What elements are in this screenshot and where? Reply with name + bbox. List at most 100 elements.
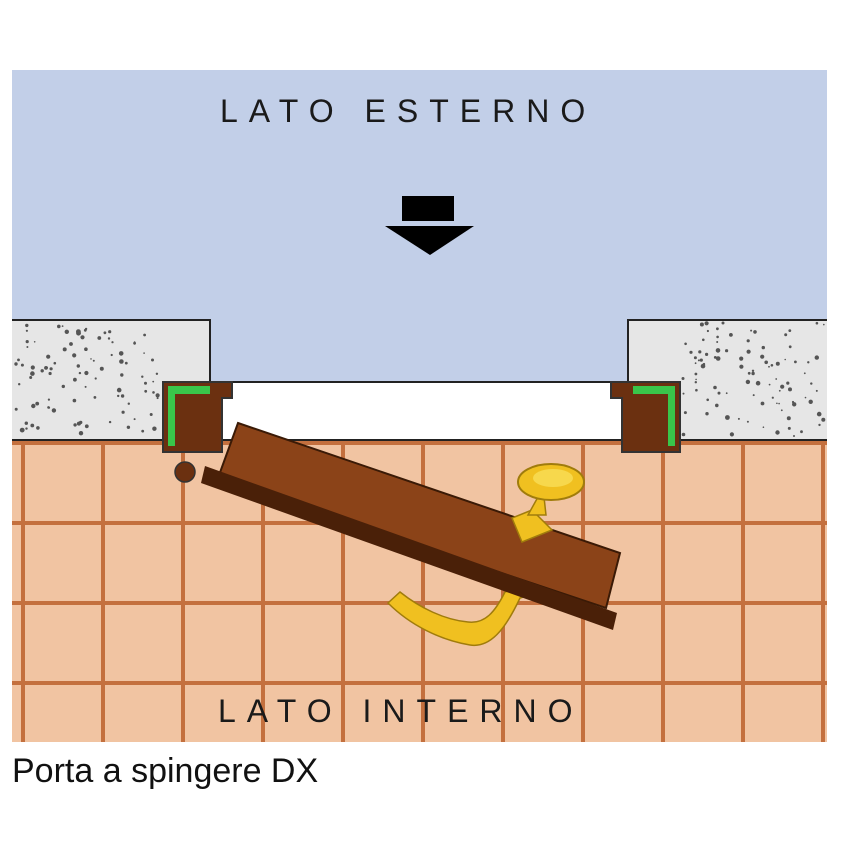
door-knob — [511, 463, 585, 543]
wall-speckle — [51, 408, 57, 413]
wall-speckle — [111, 341, 114, 344]
door-opening — [209, 381, 629, 441]
wall-speckle — [715, 348, 721, 353]
wall-speckle — [755, 380, 761, 386]
wall-speckle — [693, 356, 697, 360]
wall-speckle — [35, 401, 40, 406]
wall-speckle — [25, 340, 29, 344]
wall-speckle — [72, 353, 77, 358]
wall-speckle — [84, 370, 89, 376]
wall-speckle — [133, 341, 137, 345]
wall-speckle — [36, 426, 40, 430]
wall-speckle — [141, 429, 145, 433]
wall-speckle — [143, 333, 147, 337]
wall-speckle — [746, 420, 749, 423]
wall-speckle — [807, 361, 810, 364]
diagram-caption: Porta a spingere DX — [12, 752, 319, 790]
wall-speckle — [702, 362, 706, 366]
wall-speckle — [788, 329, 792, 332]
wall-speckle — [725, 415, 730, 420]
wall-speckle — [729, 432, 735, 437]
wall-speckle — [689, 350, 693, 354]
wall-speckle — [155, 372, 159, 375]
wall-speckle — [144, 381, 147, 385]
wall-speckle — [780, 384, 785, 389]
wall-speckle — [716, 335, 719, 339]
wall-speckle — [99, 366, 104, 371]
wall-speckle — [746, 339, 750, 343]
wall-speckle — [24, 421, 28, 425]
wall-speckle — [57, 324, 61, 329]
wall-speckle — [786, 381, 790, 385]
wall-speckle — [14, 362, 18, 366]
wall-speckle — [30, 371, 35, 376]
wall-speckle — [778, 389, 781, 392]
wall-speckle — [695, 388, 698, 392]
wall-speckle — [25, 329, 28, 332]
wall-speckle — [771, 396, 774, 399]
wall-speckle — [30, 365, 35, 370]
wall-speckle — [84, 424, 89, 429]
wall-speckle — [775, 430, 780, 435]
wall-speckle — [110, 353, 113, 357]
wall-speckle — [776, 402, 778, 405]
wall-speckle — [739, 364, 744, 369]
wall-speckle — [682, 392, 685, 395]
wall-speckle — [702, 338, 705, 342]
wall-speckle — [804, 396, 807, 399]
wall-speckle — [697, 359, 700, 362]
wall-speckle — [126, 425, 131, 429]
wall-speckle — [143, 352, 145, 354]
wall-speckle — [737, 417, 740, 420]
wall-speckle — [694, 372, 698, 376]
left-gasket — [168, 386, 210, 446]
wall-speckle — [14, 407, 18, 411]
wall-speckle — [69, 342, 73, 346]
wall-speckle — [729, 333, 733, 337]
wall-speckle — [33, 341, 36, 343]
door-handle-lever — [386, 577, 550, 646]
wall-speckle — [40, 369, 44, 373]
wall-speckle — [761, 345, 765, 350]
wall-speckle — [794, 360, 797, 364]
outside-label: LATO ESTERNO — [220, 93, 596, 129]
door-panel — [201, 421, 622, 630]
wall-speckle — [699, 322, 704, 327]
wall-speckle — [84, 385, 87, 388]
wall-speckle — [26, 346, 29, 348]
wall-speckle — [823, 323, 825, 326]
wall-speckle — [152, 391, 155, 394]
wall-speckle — [78, 431, 84, 436]
wall-speckle — [73, 377, 77, 382]
wall-speckle — [64, 329, 70, 334]
wall-speckle — [775, 378, 778, 380]
wall-speckle — [681, 432, 686, 437]
wall-speckle — [788, 345, 792, 349]
wall-speckle — [108, 330, 112, 334]
wall-speckle — [78, 371, 82, 375]
wall-speckle — [119, 359, 124, 364]
wall-speckle — [725, 349, 729, 353]
wall-speckle — [76, 421, 81, 426]
wall-speckle — [84, 347, 88, 352]
wall-speckle — [684, 342, 687, 346]
wall-speckle — [149, 413, 153, 416]
wall-speckle — [20, 363, 24, 367]
wall-speckle — [768, 365, 770, 368]
wall-speckle — [778, 402, 780, 405]
wall-speckle — [751, 369, 755, 372]
wall-speckle — [725, 392, 728, 395]
wall-speckle — [706, 329, 710, 333]
wall-speckle — [53, 361, 57, 365]
wall-speckle — [155, 393, 160, 398]
wall-speckle — [760, 401, 765, 406]
wall-speckle — [753, 330, 757, 334]
wall-speckle — [90, 358, 92, 360]
wall-speckle — [694, 362, 697, 365]
wall-speckle — [117, 394, 120, 398]
wall-speckle — [92, 359, 95, 362]
wall-speckle — [792, 402, 797, 407]
wall-speckle — [780, 409, 783, 412]
wall-speckle — [83, 328, 87, 332]
